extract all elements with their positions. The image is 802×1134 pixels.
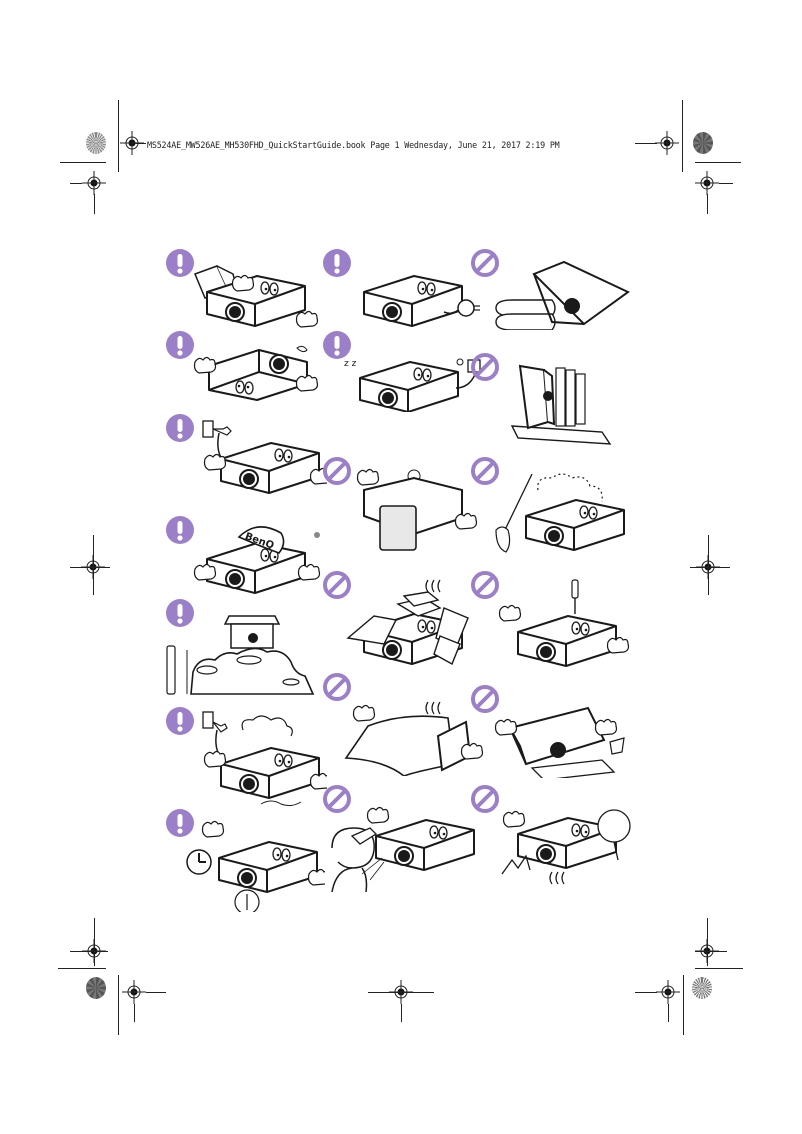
crop-mark-bottom-left-vertical-2: [118, 975, 119, 1035]
registration-line: [695, 951, 727, 952]
registration-line: [70, 951, 108, 952]
registration-line: [146, 992, 166, 993]
projector-vertical-on-shelf-illustration: [492, 356, 632, 446]
safety-cell-power-cord: [322, 248, 482, 328]
crop-mark-top-right-vertical: [682, 100, 683, 172]
book-header-line: MS524AE_MW526AE_MH530FHD_QuickStartGuide…: [147, 141, 560, 151]
color-rosette-icon: [86, 977, 106, 999]
registration-line: [635, 143, 657, 144]
registration-mark-icon: [122, 980, 146, 1004]
safety-cell-ventilation: [322, 672, 484, 776]
projector-hot-exhaust-fan-illustration: [492, 788, 632, 888]
registration-line: [134, 1004, 135, 1022]
crop-mark-bottom-right-horizontal: [695, 968, 743, 969]
registration-line: [368, 992, 434, 993]
safety-cell-cool-down: [165, 808, 325, 912]
safety-cell-look-into-lens: [322, 784, 482, 892]
projector-reading-manual-illustration: [187, 252, 327, 330]
safety-cell-unplug-idle: z z: [322, 330, 484, 412]
registration-line: [401, 1004, 402, 1022]
projector-under-blanket-illustration: [344, 676, 484, 776]
registration-line: [132, 143, 146, 144]
projector-buried-in-cushions-illustration: [344, 574, 484, 670]
registration-line: [668, 1004, 669, 1022]
registration-line: [94, 194, 95, 214]
registration-line: [93, 535, 94, 595]
safety-cell-disassemble: [470, 570, 630, 667]
projector-storm-unplug-illustration: [187, 710, 327, 808]
registration-mark-icon: [655, 131, 679, 155]
projector-sleeping-unplugged-illustration: z z: [344, 334, 484, 412]
projector-benq-cap-illustration: BenQ: [187, 519, 327, 597]
registration-line: [70, 183, 82, 184]
registration-mark-icon: [82, 171, 106, 195]
safety-cell-liquids: [470, 684, 630, 778]
safety-cell-altitude: [165, 598, 325, 698]
safety-cell-unstable-surface: [470, 248, 632, 330]
projector-tilted-with-cup-illustration: [492, 688, 632, 778]
color-rosette-icon: [693, 132, 713, 154]
safety-cell-handle-carefully: [165, 330, 325, 410]
sleep-z-icon: z z: [344, 359, 357, 369]
safety-cell-thunderstorm: [165, 706, 327, 807]
color-rosette-icon: [692, 977, 712, 999]
registration-line: [690, 567, 730, 568]
safety-cell-grounded-outlet: [165, 413, 327, 495]
registration-line: [719, 183, 733, 184]
projector-upside-down-illustration: [187, 334, 327, 412]
safety-cell-read-manual: [165, 248, 325, 328]
projector-in-dust-cloud-illustration: [492, 460, 632, 560]
safety-cell-hot-vent: [470, 784, 631, 885]
projector-lens-blocked-illustration: [344, 460, 484, 560]
projector-plugged-in-illustration: [187, 417, 327, 495]
registration-line: [707, 194, 708, 214]
crop-mark-bottom-left-horizontal: [58, 968, 106, 969]
person-shielding-eyes-from-projector-illustration: [322, 788, 482, 892]
projector-mountain-altitude-illustration: [165, 602, 330, 698]
crop-mark-top-left-vertical: [118, 100, 119, 172]
color-rosette-icon: [86, 132, 106, 154]
safety-cell-authorized-service: BenQ: [165, 515, 325, 595]
registration-mark-icon: [695, 171, 719, 195]
safety-cell-stand-on-end: [470, 352, 630, 445]
crop-mark-top-left-horizontal: [60, 162, 106, 163]
crop-mark-bottom-right-vertical-2: [683, 975, 684, 1035]
projector-on-cushions-illustration: [492, 252, 632, 330]
registration-mark-icon: [656, 980, 680, 1004]
registration-line: [635, 992, 657, 993]
safety-cell-dusty: [470, 456, 630, 553]
projector-screwdriver-illustration: [492, 574, 632, 670]
projector-clock-cooldown-illustration: [185, 812, 325, 912]
safety-cell-block-lens: [322, 456, 482, 551]
safety-cell-cover: [322, 570, 482, 665]
projector-power-cord-illustration: [344, 252, 484, 330]
crop-mark-top-right-horizontal: [695, 162, 741, 163]
registration-line: [70, 567, 110, 568]
registration-line: [708, 535, 709, 595]
